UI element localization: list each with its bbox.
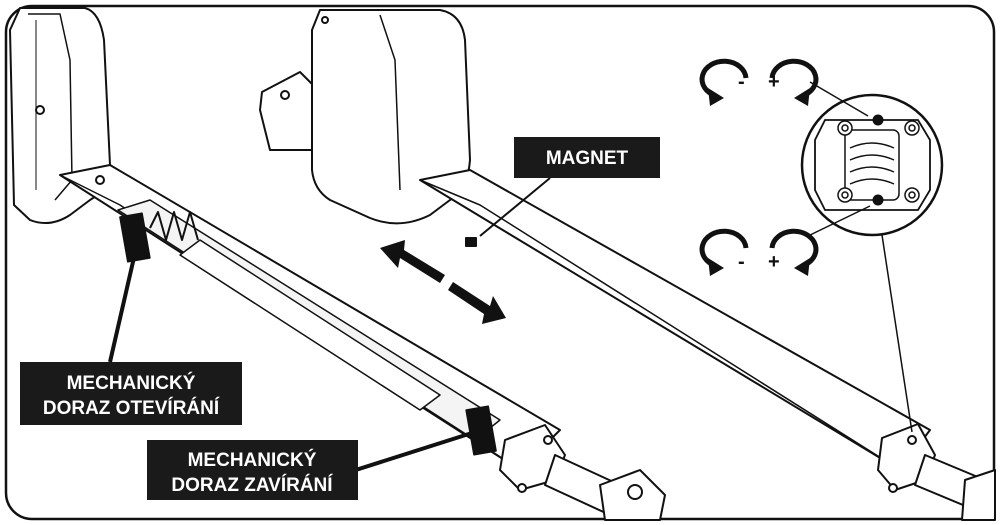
plus-sign-top: + [768, 71, 780, 93]
magnet-leader [479, 177, 551, 237]
right-rod-eye [961, 469, 996, 521]
cw-arrow-icon-top [769, 58, 819, 99]
open-stop-label-line2: DORAZ OTEVÍRÁNÍ [43, 397, 220, 419]
cw-arrow-icon-bottom [769, 228, 819, 269]
right-motor-housing [311, 9, 471, 225]
magnet-label-box [514, 137, 660, 178]
ccw-arrow-icon-bottom [699, 228, 749, 269]
close-stop-label-box [147, 440, 358, 500]
right-tube [419, 169, 931, 471]
close-stop-label-line2: DORAZ ZAVÍRÁNÍ [171, 474, 333, 496]
frame-border [4, 4, 996, 521]
left-housing-screw [35, 105, 45, 115]
magnet-marker [465, 237, 477, 247]
open-stop-label-line1: MECHANICKÝ [67, 372, 196, 394]
bottom-adjust-screw [872, 194, 884, 206]
magnet-label: MAGNET [546, 148, 629, 169]
detail-screws [837, 120, 920, 203]
rotate-arrows-top [699, 58, 819, 106]
plus-sign-bottom: + [768, 251, 780, 273]
ccw-arrow-icon-top [699, 58, 749, 99]
open-stop-leader [108, 239, 140, 363]
close-stop-label-line1: MECHANICKÝ [188, 449, 317, 471]
top-adjust-screw [872, 114, 884, 126]
minus-sign-bottom: - [738, 251, 745, 273]
adjustment-detail [800, 81, 944, 433]
spring [149, 211, 199, 241]
minus-sign-top: - [738, 71, 745, 93]
close-stop-leader [339, 430, 476, 477]
open-stop-block [119, 212, 151, 263]
open-stop-label-box [20, 362, 242, 425]
left-actuator [9, 7, 666, 521]
motion-double-arrow [380, 240, 506, 324]
rotate-arrows-bottom [699, 228, 819, 276]
right-actuator [259, 9, 996, 521]
